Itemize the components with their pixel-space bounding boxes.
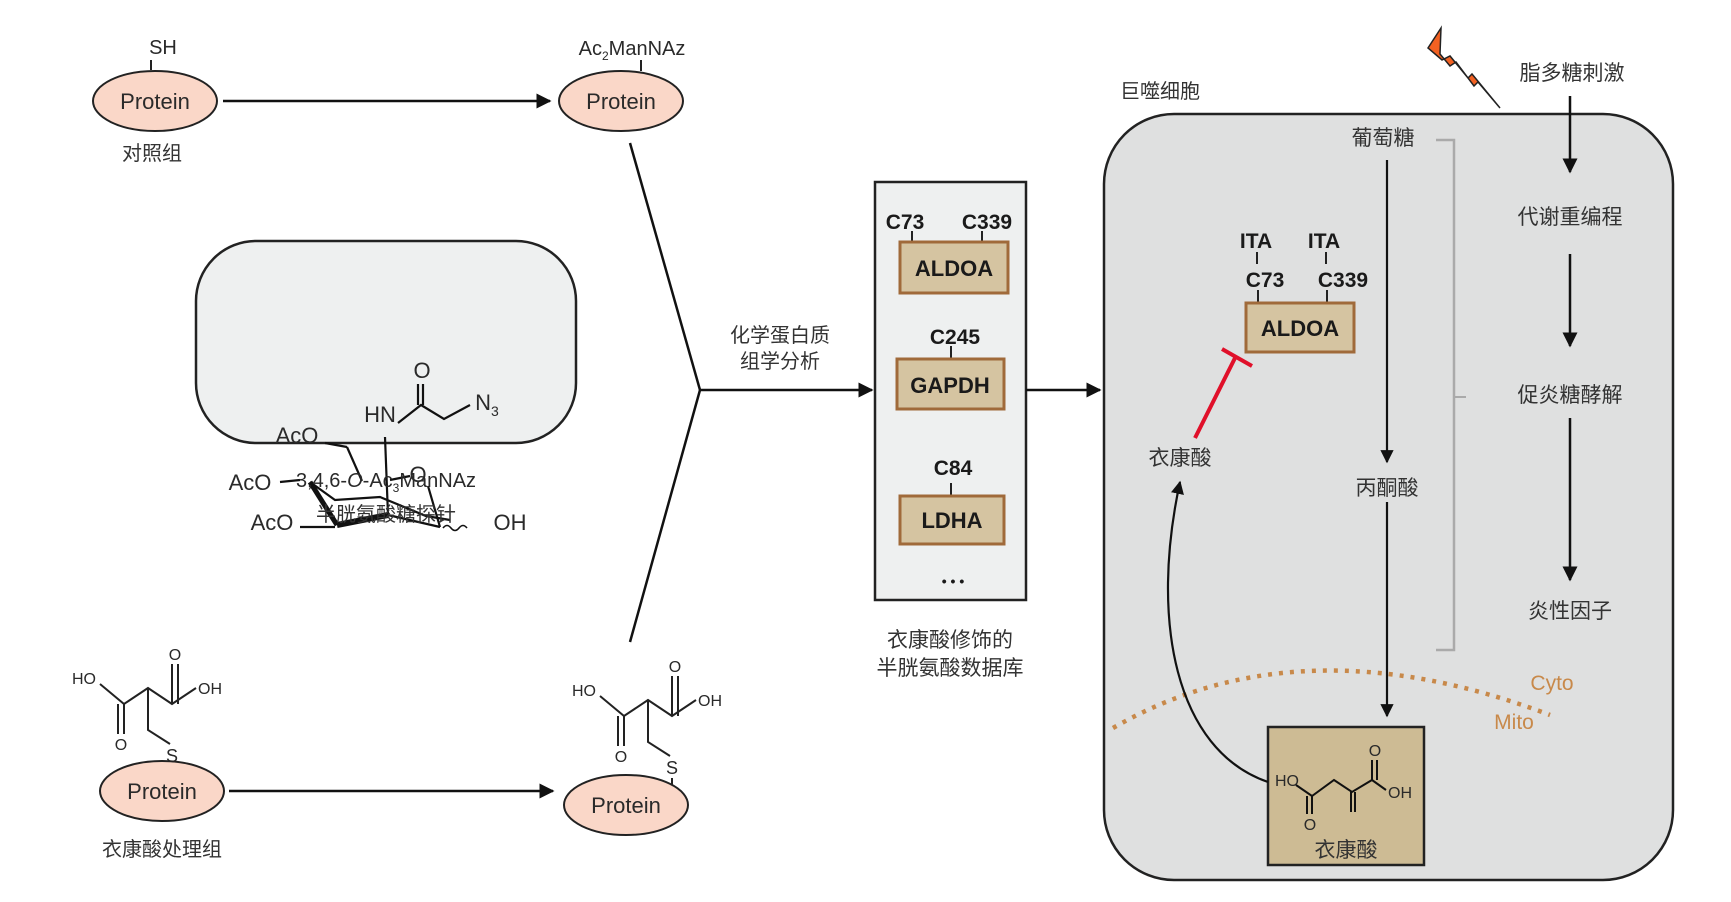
db-aldoa-site-1: C73: [886, 211, 925, 234]
svg-text:O: O: [169, 647, 181, 664]
analysis-label-line2: 组学分析: [740, 349, 820, 373]
glucose-label: 葡萄糖: [1352, 126, 1415, 150]
cell-title: 巨噬细胞: [1120, 79, 1200, 103]
itaconate-label: 衣康酸: [1149, 446, 1212, 470]
svg-text:ITA: ITA: [1240, 230, 1272, 253]
inhibition-bar: [1221, 347, 1253, 368]
labeled-treated-protein: HO OH O O S Protein: [563, 659, 722, 836]
db-ldha-label: LDHA: [921, 508, 982, 533]
db-gapdh-site: C245: [930, 326, 981, 349]
svg-text:N3: N3: [475, 390, 499, 419]
mito-boundary: [1111, 668, 1551, 730]
cyto-label: Cyto: [1530, 672, 1573, 695]
svg-text:O: O: [409, 462, 426, 487]
svg-text:AcO: AcO: [276, 423, 319, 448]
cell-aldoa-label: ALDOA: [1261, 316, 1339, 341]
control-protein: [92, 70, 218, 132]
merge-fork: [628, 142, 702, 643]
svg-text:HO: HO: [72, 671, 96, 688]
labeled-protein-bottom-label: Protein: [591, 793, 661, 818]
itaconate-box-label: 衣康酸: [1315, 838, 1378, 862]
inhibition-line: [1193, 355, 1238, 439]
db-gapdh-box: [895, 357, 1006, 411]
svg-text:HO: HO: [572, 683, 596, 700]
db-ldha-box: [898, 494, 1006, 546]
svg-text:OH: OH: [698, 693, 722, 710]
database-caption-line2: 半胱氨酸数据库: [877, 656, 1024, 680]
mito-label: Mito: [1494, 711, 1534, 734]
analysis-label-line1: 化学蛋白质: [730, 323, 830, 347]
svg-text:O: O: [413, 358, 430, 383]
svg-text:O: O: [615, 749, 627, 766]
svg-text:OH: OH: [198, 681, 222, 698]
ac2mannaz-label: Ac2ManNAz: [579, 38, 686, 63]
treated-protein-label: Protein: [127, 779, 197, 804]
labeled-protein-bottom: [563, 774, 689, 836]
sh-label: SH: [149, 37, 177, 59]
cell-aldoa: ITA ITA C73 C339 ALDOA: [1240, 230, 1368, 354]
svg-text:HO: HO: [1275, 773, 1299, 790]
labeled-protein-top: [558, 70, 684, 132]
lightning-icon: [1427, 25, 1501, 109]
treated-protein: [99, 760, 225, 822]
pathway-step-2: 促炎糖酵解: [1518, 383, 1623, 407]
itaconate-export-arrow: [1166, 480, 1269, 784]
db-gapdh-label: GAPDH: [910, 373, 989, 398]
svg-text:OH: OH: [494, 510, 527, 535]
db-ellipsis: • • •: [942, 573, 965, 589]
svg-text:O: O: [1304, 817, 1316, 834]
svg-text:O: O: [1369, 743, 1381, 760]
pathway-step-3: 炎性因子: [1528, 599, 1612, 623]
db-aldoa-site-2: C339: [962, 211, 1012, 234]
svg-text:S: S: [666, 758, 678, 778]
stimulus-label: 脂多糖刺激: [1520, 61, 1625, 85]
control-protein-label: Protein: [120, 89, 190, 114]
cell-aldoa-box: [1244, 301, 1356, 354]
svg-text:OH: OH: [1388, 785, 1412, 802]
db-aldoa-box: [898, 240, 1010, 295]
svg-text:ITA: ITA: [1308, 230, 1340, 253]
database-caption-line1: 衣康酸修饰的: [887, 628, 1013, 652]
svg-text:HN: HN: [364, 402, 396, 427]
cysteine-database: C73 C339 ALDOA C245 GAPDH C84 LDHA • • •: [873, 180, 1028, 602]
svg-text:C339: C339: [1318, 269, 1368, 292]
pathway-step-1: 代谢重编程: [1518, 205, 1623, 229]
probe-structure: AcO AcO AcO HN O N3 O OH: [194, 239, 578, 535]
db-ldha-site: C84: [934, 457, 973, 480]
svg-text:AcO: AcO: [251, 510, 294, 535]
probe-caption: 半胱氨酸糖探针: [316, 502, 456, 526]
svg-text:AcO: AcO: [229, 470, 272, 495]
labeled-control-protein: Ac2ManNAz Protein: [558, 38, 686, 132]
itaconate-structure-box: HO OH O O 衣康酸: [1266, 725, 1426, 867]
svg-text:O: O: [669, 659, 681, 676]
control-group: SH Protein 对照组: [92, 37, 218, 165]
treated-group: HO OH O O S Protein 衣康酸处理组: [72, 647, 225, 861]
svg-text:C73: C73: [1246, 269, 1285, 292]
svg-text:O: O: [115, 737, 127, 754]
pyruvate-label: 丙酮酸: [1356, 476, 1419, 500]
db-aldoa-label: ALDOA: [915, 256, 993, 281]
treated-group-label: 衣康酸处理组: [102, 837, 222, 861]
labeled-protein-top-label: Protein: [586, 89, 656, 114]
glycolysis-bracket: [1436, 138, 1456, 652]
probe-name: 3,4,6-O-Ac3ManNAz: [296, 470, 476, 495]
control-group-label: 对照组: [122, 141, 182, 165]
